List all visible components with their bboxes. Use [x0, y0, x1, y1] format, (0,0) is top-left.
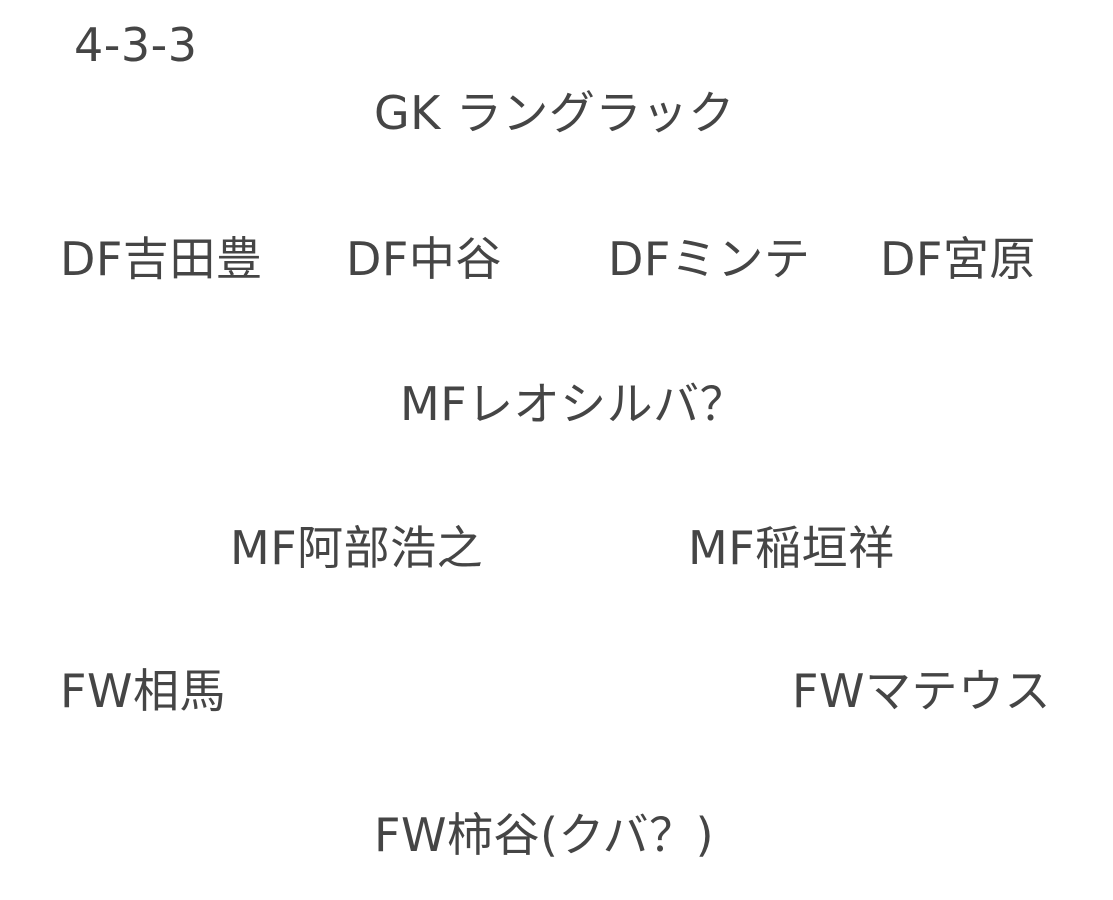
player-fw-right: FWマテウス: [792, 664, 1051, 718]
player-gk: GK ラングラック: [374, 86, 735, 140]
player-mf-center: MFレオシルバ？: [400, 377, 747, 431]
player-mf-left: MF阿部浩之: [230, 521, 484, 575]
player-fw-left: FW相馬: [60, 664, 226, 718]
player-df-center-left: DF中谷: [346, 232, 502, 286]
player-df-right: DF宮原: [880, 232, 1036, 286]
player-mf-right: MF稲垣祥: [688, 521, 895, 575]
player-df-center-right: DFミンテ: [608, 232, 811, 286]
formation-label: 4-3-3: [74, 18, 198, 72]
player-df-left: DF吉田豊: [60, 232, 263, 286]
player-fw-center: FW柿谷(クバ？): [374, 808, 715, 862]
